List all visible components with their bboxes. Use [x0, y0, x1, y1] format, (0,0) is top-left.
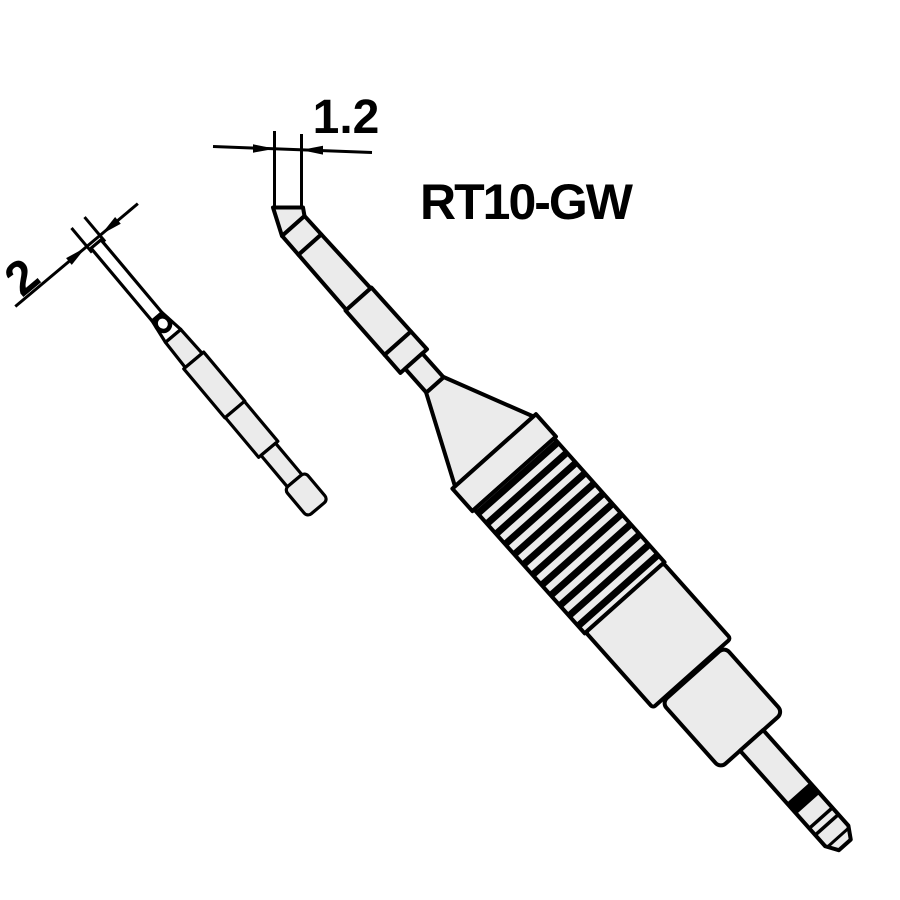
- dimension-arrow: [66, 247, 86, 265]
- shaft-segment-4: [382, 329, 430, 375]
- fin-section: [472, 436, 667, 636]
- tip-beak: [273, 142, 303, 209]
- plug-shaft: [738, 728, 853, 853]
- plug-ring-band: [786, 782, 820, 815]
- model-label: RT10-GW: [420, 174, 634, 230]
- plug-tip-face-line: [827, 827, 849, 848]
- dimension-arrow: [301, 145, 323, 155]
- plug-ring-line: [808, 806, 834, 830]
- extension-line: [70, 227, 94, 254]
- side-end-cap: [284, 472, 328, 517]
- dimension-arrow: [101, 216, 121, 235]
- dimension-arrow: [253, 144, 275, 153]
- collar: [450, 412, 558, 514]
- plug-ring-line: [815, 814, 839, 836]
- dimension-blade-thickness: 2: [0, 202, 139, 308]
- fin-stripes: [475, 439, 661, 629]
- side-blade: [89, 238, 164, 323]
- dimension-tip-width: 1.2: [212, 91, 380, 155]
- side-segment-3: [223, 399, 280, 459]
- main-view-tip: 1.2: [212, 91, 380, 238]
- tip-width-label: 1.2: [313, 91, 380, 144]
- dimension-line: [212, 145, 373, 154]
- blade-thickness-label: 2: [0, 249, 50, 307]
- main-view-body: [280, 213, 853, 853]
- side-blade-hole: [153, 314, 173, 334]
- extension-line: [83, 216, 107, 243]
